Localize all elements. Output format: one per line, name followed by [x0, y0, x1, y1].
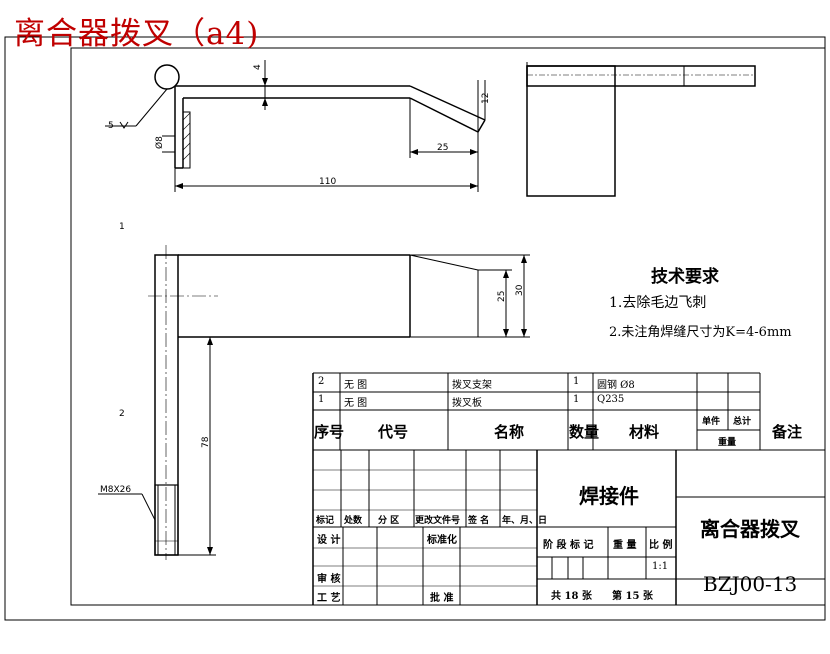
approve-label: 批 准	[430, 593, 454, 604]
bom-row-1-code: 无 图	[344, 398, 368, 409]
rev-header-date: 年、月、日	[502, 516, 548, 526]
dim-25-side-label: 25	[497, 291, 507, 302]
balloon-1: 1	[119, 222, 125, 232]
inner-frame	[70, 47, 826, 606]
bom-header-qty: 数量	[569, 423, 600, 441]
dim-25-top-label: 25	[437, 143, 448, 153]
bom-header-code: 代号	[378, 423, 409, 441]
bom-header-weight: 重量	[718, 438, 737, 448]
dim-110-label: 110	[319, 177, 336, 187]
page-title: 离合器拨叉（a4)	[14, 16, 260, 52]
view-1-front	[105, 60, 486, 192]
dimension-arrows	[175, 78, 527, 555]
sheet-number: 第 15 张	[612, 591, 653, 602]
weldment-label: 焊接件	[579, 484, 639, 508]
tech-req-heading: 技术要求	[651, 267, 719, 287]
bom-header-material: 材料	[629, 423, 660, 441]
bom-header-name: 名称	[494, 423, 525, 441]
bom-row-1-name: 拨叉板	[452, 398, 482, 409]
bom-row-1-no: 1	[318, 394, 325, 405]
bom-row-2-material: 圆钢 Ø8	[597, 380, 635, 391]
dim-d8-label: Ø8	[154, 136, 165, 149]
dim-30-label: 30	[515, 284, 525, 296]
weight-label: 重 量	[613, 540, 637, 551]
total-sheets: 共 18 张	[551, 591, 592, 602]
bom-row-2-no: 2	[318, 376, 325, 387]
dim-12-label: 12	[481, 93, 491, 104]
bom-row-2-qty: 1	[573, 376, 580, 387]
rev-header-count: 处数	[344, 516, 363, 526]
part-name: 离合器拨叉	[700, 517, 800, 541]
drawing-number: BZJ00-13	[703, 572, 798, 596]
bom-row-1-qty: 1	[573, 394, 580, 405]
tech-req-item-2: 2.未注角焊缝尺寸为K=4-6mm	[609, 325, 792, 340]
tech-req-item-1: 1.去除毛边飞刺	[609, 295, 707, 311]
bom-header-unit: 单件	[702, 417, 721, 427]
rev-header-change-doc: 更改文件号	[415, 516, 461, 526]
dim-78-label: 78	[201, 436, 211, 448]
scale-label: 比 例	[649, 540, 673, 551]
process-label: 工 艺	[317, 593, 341, 604]
dim-4-label: 4	[253, 64, 263, 70]
stage-mark-label: 阶 段 标 记	[543, 540, 594, 551]
balloon-2: 2	[119, 409, 125, 419]
rev-header-zone: 分 区	[378, 516, 400, 526]
rev-header-mark: 标记	[316, 516, 335, 526]
bom-header-remark: 备注	[772, 423, 803, 441]
bom-row-2-name: 拨叉支架	[452, 380, 492, 391]
bom-row-2-code: 无 图	[344, 380, 368, 391]
design-label: 设 计	[317, 535, 341, 546]
standardize-label: 标准化	[427, 535, 457, 546]
bom-table-lines	[312, 372, 825, 605]
review-label: 审 核	[317, 574, 341, 585]
bom-header-total: 总计	[733, 417, 752, 427]
bom-header-no: 序号	[314, 423, 345, 441]
view-2-plan	[98, 245, 530, 560]
rev-header-sign: 签 名	[468, 516, 490, 526]
dim-5-label: 5	[108, 121, 114, 131]
bom-row-1-material: Q235	[597, 394, 625, 405]
title-block-lines	[313, 450, 825, 605]
thread-label: M8X26	[100, 485, 131, 495]
view-1-side	[526, 62, 756, 197]
scale-value: 1:1	[652, 561, 669, 572]
